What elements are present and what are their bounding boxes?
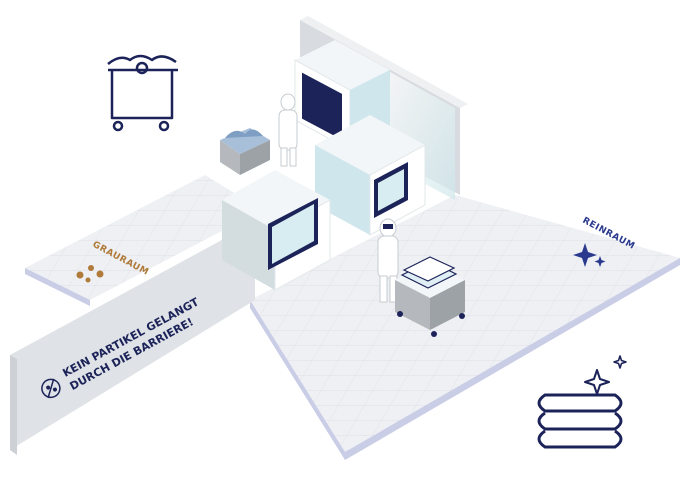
worker-grey-room — [278, 93, 298, 167]
clean-laundry-cart — [395, 256, 465, 337]
germ-particles-icon — [76, 265, 104, 283]
no-particles-badge-icon — [41, 378, 61, 399]
clean-folded-towels-icon — [537, 355, 627, 449]
soiled-laundry-cart — [220, 128, 270, 175]
grey-room-floor — [25, 175, 262, 306]
barrier-washer-front — [222, 170, 331, 291]
sparkle-icon — [573, 243, 606, 267]
laundry-cart-icon — [107, 54, 178, 132]
clean-room-floor — [250, 195, 680, 460]
barrier-wall — [10, 222, 262, 455]
barrier-washer-middle — [315, 115, 426, 236]
worker-clean-room — [377, 218, 399, 303]
